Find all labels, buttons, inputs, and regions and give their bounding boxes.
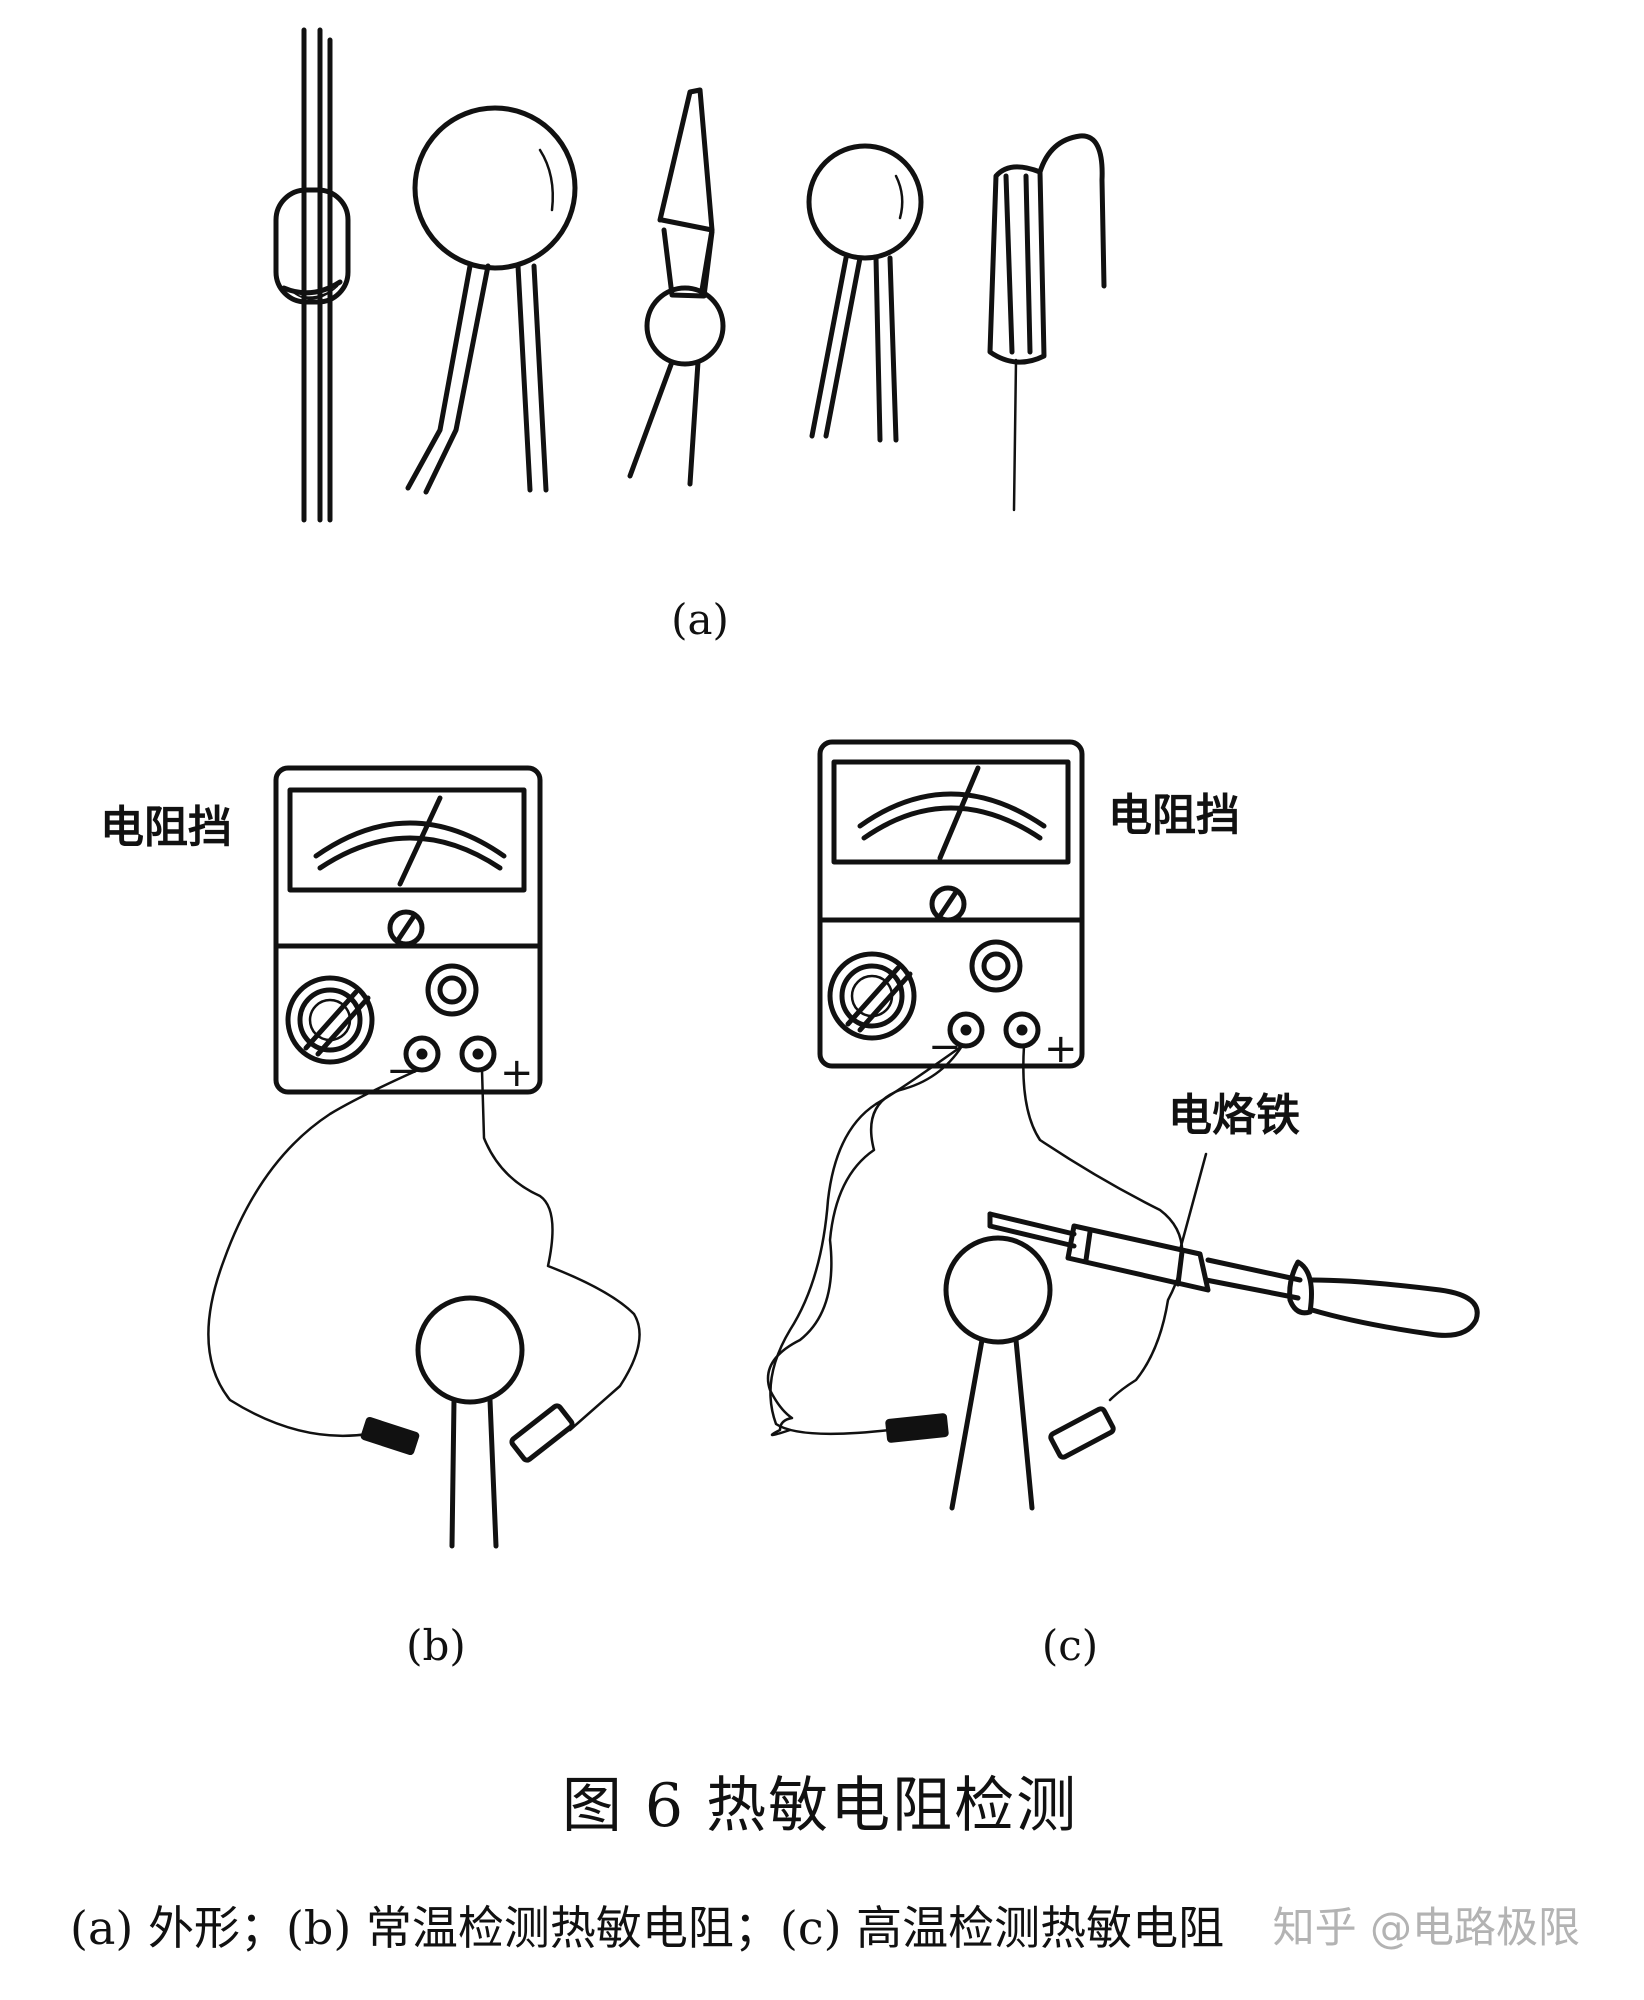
panel-c: 电阻挡 [766, 739, 1480, 1670]
thermistor-large-disc [405, 105, 578, 495]
plus-sign-b: + [500, 1050, 534, 1096]
figure-subtitle: (a) 外形；(b) 常温检测热敏电阻；(c) 高温检测热敏电阻 [70, 1901, 1224, 1955]
thermistor-under-test-b [415, 1295, 525, 1549]
panel-b: 电阻挡 [100, 765, 641, 1670]
plus-jack-b [459, 1035, 497, 1073]
thermistor-glass-probe [627, 87, 726, 487]
panel-a-label: (a) [671, 595, 729, 644]
black-test-lead-b [207, 1068, 420, 1438]
panel-c-meter-label: 电阻挡 [1108, 790, 1240, 841]
minus-jack-b [403, 1035, 441, 1073]
thermistor-small-disc [806, 143, 924, 443]
black-probe-c [885, 1413, 949, 1443]
red-probe-b [509, 1403, 575, 1463]
soldering-iron [987, 1152, 1480, 1338]
plus-sign-c: + [1044, 1026, 1078, 1072]
red-test-lead-b [480, 1068, 641, 1432]
watermark: 知乎 @电路极限 [1273, 1903, 1580, 1952]
black-test-lead-c-part [766, 1044, 964, 1437]
minus-sign-c: − [928, 1024, 962, 1070]
thermistor-axial-bead [273, 27, 351, 523]
panel-a-shapes: (a) [273, 27, 1107, 644]
soldering-iron-label: 电烙铁 [1168, 1090, 1300, 1141]
adjust-knob-b [387, 909, 425, 947]
multimeter-b: − + [273, 765, 543, 1096]
panel-b-label: (b) [406, 1621, 466, 1670]
black-probe-b [360, 1416, 420, 1456]
plus-jack-c [1003, 1011, 1041, 1049]
thermistor-under-test-c [943, 1235, 1053, 1511]
minus-jack-c [947, 1011, 985, 1049]
black-test-lead-c [769, 1044, 964, 1436]
red-test-lead-c [1022, 1044, 1184, 1402]
panel-b-meter-label: 电阻挡 [100, 802, 232, 853]
red-probe-c [1048, 1406, 1116, 1460]
range-selector-dial-c [827, 951, 917, 1041]
thermistor-cylindrical [987, 133, 1107, 512]
range-selector-dial-b [285, 975, 375, 1065]
multimeter-c: − + [817, 739, 1085, 1072]
panel-c-label: (c) [1042, 1621, 1098, 1670]
figure-title: 图 6 热敏电阻检测 [562, 1771, 1078, 1841]
adjust-knob-c [929, 885, 967, 923]
